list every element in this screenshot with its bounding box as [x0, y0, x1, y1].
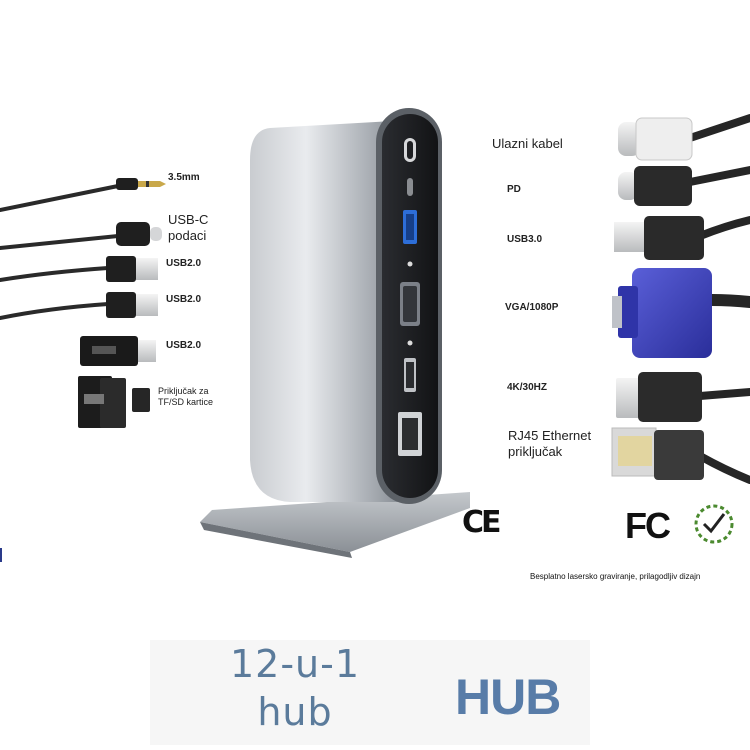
title-band: [150, 640, 590, 745]
left-cables: [0, 184, 120, 320]
title-line-2: hub: [257, 690, 333, 734]
fc-mark: FC: [625, 505, 671, 546]
audio-plug: [116, 178, 166, 190]
pd-plug: [618, 166, 692, 206]
sd-tf-cards: [78, 376, 150, 428]
label-4k: 4K/30HZ: [507, 382, 548, 393]
usb-a-plug-2: [106, 292, 158, 318]
title-line-1: 12-u-1: [229, 642, 361, 686]
label-rj45: RJ45 Ethernet priključak: [508, 428, 592, 459]
label-usb2-c: USB2.0: [166, 340, 202, 351]
usbc-input-plug: [618, 117, 693, 161]
label-usb2-a: USB2.0: [166, 258, 202, 269]
label-vga: VGA/1080P: [505, 302, 559, 313]
label-usbc-data: USB-C podaci: [168, 212, 209, 243]
label-usb3: USB3.0: [507, 234, 543, 245]
label-3-5mm: 3.5mm: [168, 172, 200, 183]
usbc-plug-left: [116, 222, 162, 246]
usb-a-plug-1: [106, 256, 158, 282]
label-usb2-b: USB2.0: [166, 294, 202, 305]
label-pd: PD: [507, 184, 521, 195]
edge-mark: [0, 548, 2, 562]
usb3-plug: [614, 216, 704, 260]
hub-ports: [398, 138, 422, 456]
ce-mark: CE: [462, 505, 501, 540]
label-input-cable: Ulazni kabel: [492, 136, 563, 151]
label-card-reader: Priključak za TF/SD kartice: [158, 386, 214, 407]
vga-plug: [612, 268, 712, 358]
engraving-note: Besplatno lasersko graviranje, prilagodl…: [530, 572, 701, 581]
rj45-plug: [611, 427, 704, 480]
rohs-laurel-icon: [694, 504, 734, 544]
hdmi-plug: [616, 372, 702, 422]
hub-stand: [200, 492, 470, 558]
brand-hub: HUB: [455, 669, 561, 725]
usb-card-reader: [80, 336, 156, 366]
right-cables: [686, 114, 750, 484]
